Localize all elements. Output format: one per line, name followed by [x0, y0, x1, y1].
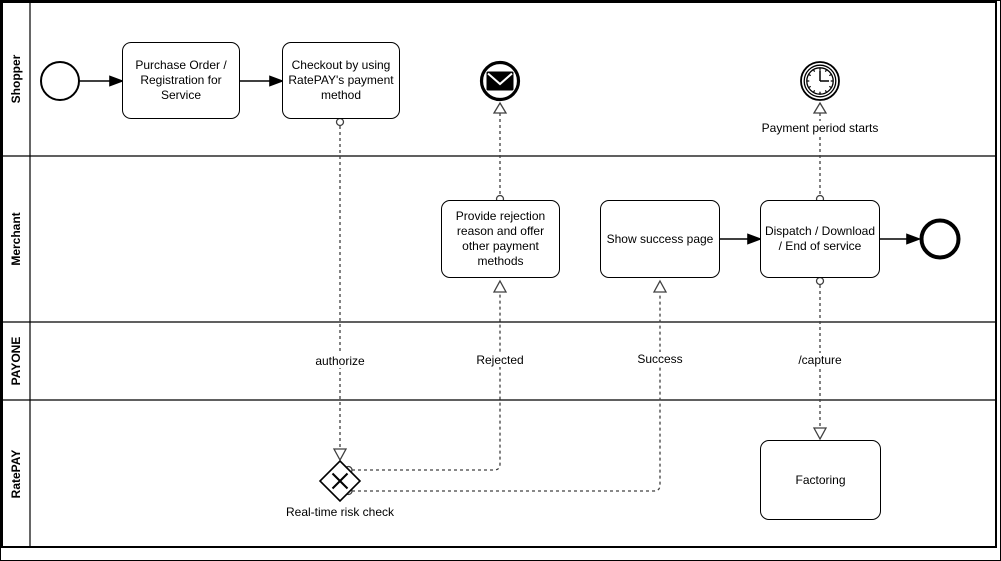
task-label: Provide rejection reason and offer other…: [455, 209, 546, 268]
gateway-label-risk-check: Real-time risk check: [283, 505, 397, 519]
task-checkout-ratepay: Checkout by using RatePAY's payment meth…: [282, 42, 400, 119]
lane-label-shopper: Shopper: [9, 54, 23, 104]
task-factoring: Factoring: [760, 440, 881, 520]
timer-event-label: Payment period starts: [759, 121, 881, 135]
flow-gateway-to-rejection: [352, 293, 501, 471]
exclusive-gateway-risk-check: [318, 459, 362, 503]
task-label: Show success page: [606, 231, 714, 246]
sequence-flows: [79, 75, 922, 245]
arrowhead: [747, 233, 763, 245]
flow-label-capture: /capture: [796, 353, 844, 367]
task-label: Checkout by using RatePAY's payment meth…: [288, 58, 394, 102]
task-dispatch-download: Dispatch / Download / End of service: [760, 200, 880, 278]
task-label: Factoring: [795, 472, 846, 487]
flow-label-success: Success: [635, 352, 685, 366]
clock-icon: [806, 67, 834, 95]
message-flow-arrowheads: [332, 101, 828, 462]
x-mark-icon: [331, 472, 349, 490]
arrowhead: [109, 75, 125, 87]
task-provide-rejection-reason: Provide rejection reason and offer other…: [441, 200, 560, 278]
pool-border: [1, 1, 997, 548]
task-purchase-order: Purchase Order / Registration for Servic…: [122, 42, 240, 119]
lane-label-payone: PAYONE: [9, 336, 23, 386]
flow-label-rejected: Rejected: [474, 353, 526, 367]
flow-label-authorize: authorize: [313, 354, 367, 368]
flow-gateway-to-success: [352, 293, 661, 492]
task-show-success-page: Show success page: [600, 200, 720, 278]
message-flows: [339, 113, 821, 492]
arrowhead: [269, 75, 285, 87]
timer-event: [800, 61, 840, 101]
task-label: Purchase Order / Registration for Servic…: [135, 58, 227, 102]
message-event: [479, 60, 521, 102]
end-event: [919, 218, 961, 260]
start-event: [40, 61, 80, 101]
lane-label-ratepay: RatePAY: [9, 449, 23, 499]
arrowhead: [906, 233, 922, 245]
message-flow-source-markers: [335, 117, 825, 496]
envelope-icon: [486, 71, 514, 91]
lane-label-merchant: Merchant: [9, 212, 23, 266]
task-label: Dispatch / Download / End of service: [764, 224, 876, 253]
